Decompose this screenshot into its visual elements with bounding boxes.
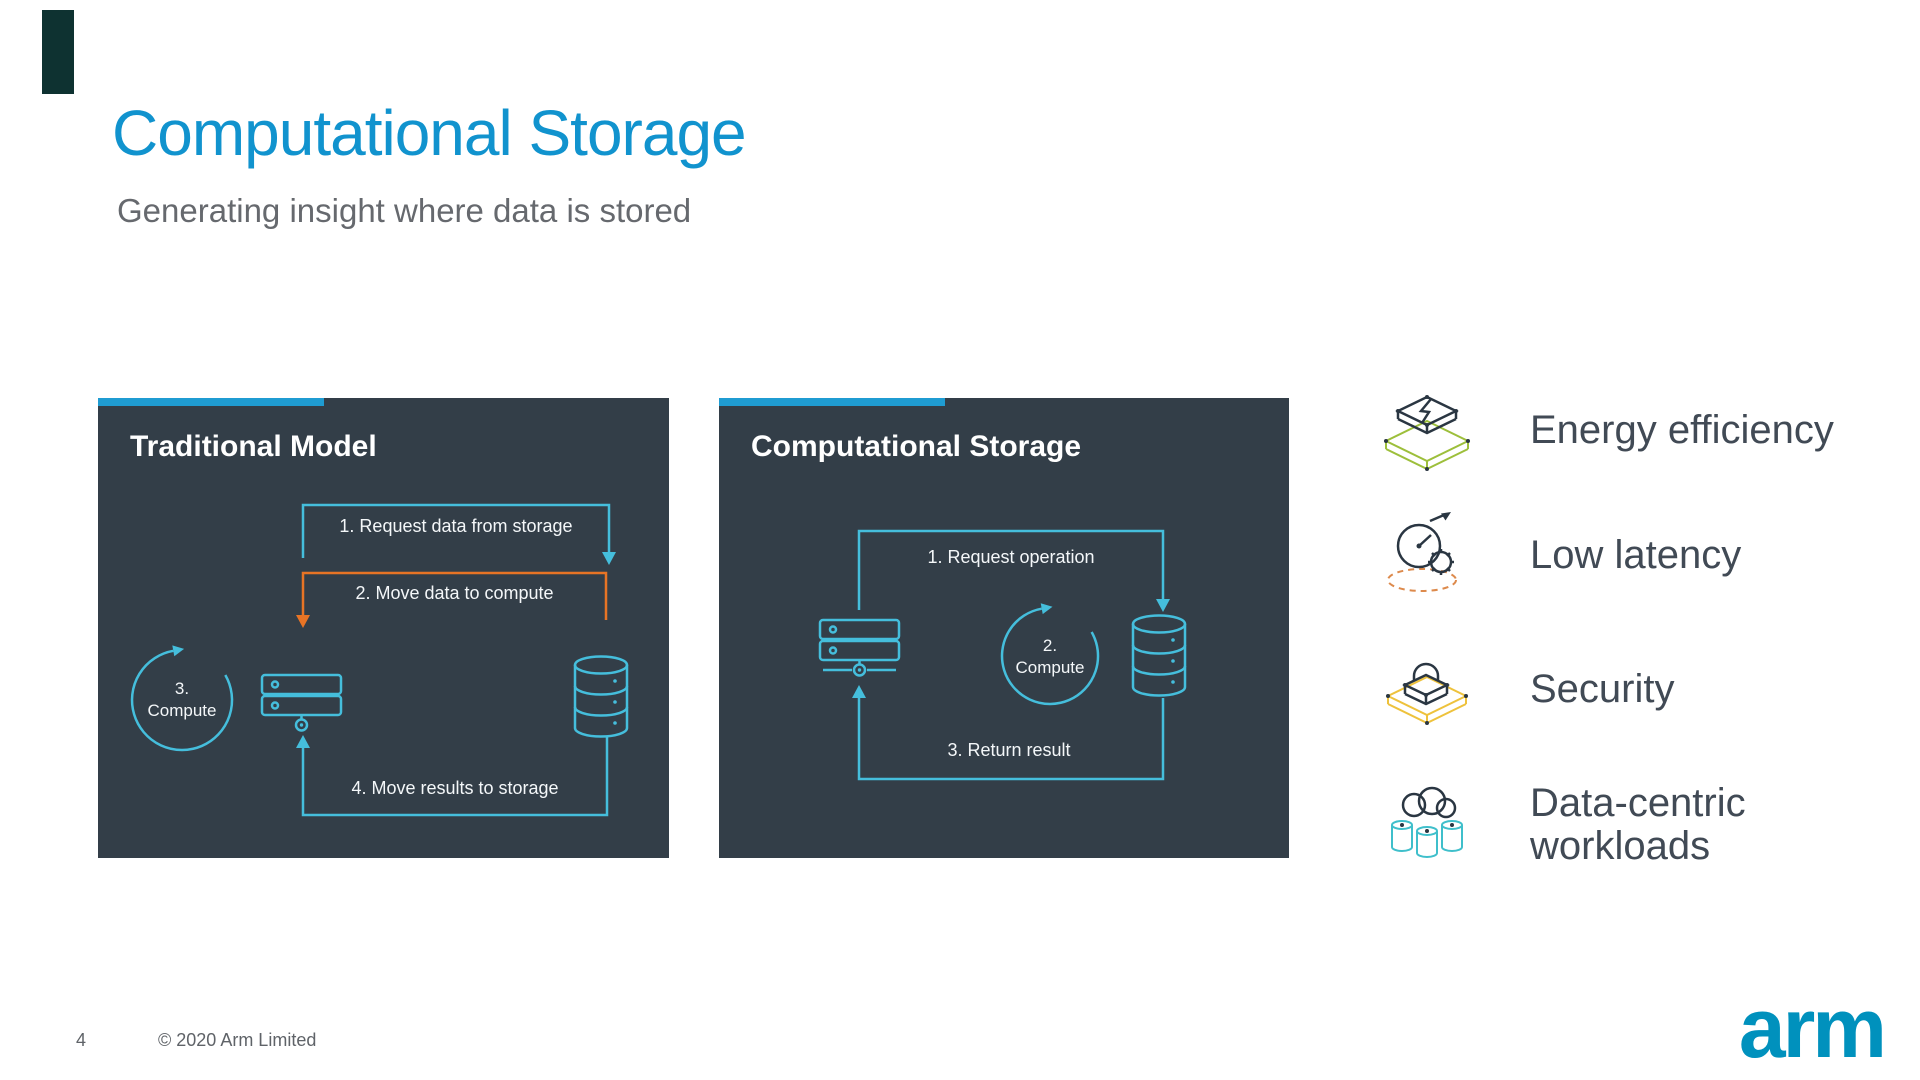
server-node-dot	[299, 723, 304, 727]
page-number: 4	[76, 1030, 87, 1050]
server-node-dot	[857, 668, 862, 672]
request-data-arrowhead	[602, 552, 616, 565]
security-icon	[1385, 662, 1469, 725]
request-operation-arrow	[857, 529, 1165, 610]
feature-label-security: Security	[1530, 667, 1675, 712]
panel-accent-bar	[98, 398, 324, 406]
compute-cycle-arrowhead	[172, 645, 185, 657]
copyright-text: © 2020 Arm Limited	[158, 1030, 317, 1050]
traditional-model-panel: Traditional Model	[98, 398, 669, 858]
data-centric-workloads-icon	[1391, 786, 1463, 858]
traditional-panel-title: Traditional Model	[130, 430, 377, 463]
panel-accent-bar	[719, 398, 945, 406]
request-data-arrow	[301, 503, 611, 558]
feature-label-low-latency: Low latency	[1530, 533, 1742, 578]
feature-energy-efficiency: Energy efficiency	[1372, 381, 1892, 481]
database-dots	[613, 679, 617, 725]
move-data-arrowhead	[296, 615, 310, 628]
traditional-step3-label: 3. Compute	[122, 678, 242, 722]
computational-step2-word: Compute	[1015, 658, 1085, 678]
computational-step2-number: 2.	[1042, 636, 1058, 655]
traditional-step4-label: 4. Move results to storage	[351, 778, 559, 798]
page-title: Computational Storage	[112, 97, 747, 169]
feature-label-data-centric-workloads: Data-centric workloads	[1530, 780, 1746, 868]
computational-storage-panel: Computational Storage	[719, 398, 1289, 858]
move-results-arrowhead	[296, 735, 310, 748]
computational-storage-diagram	[818, 529, 1187, 781]
corner-accent-bar	[42, 10, 74, 94]
energy-efficiency-icon	[1383, 395, 1471, 471]
computational-step3-label: 3. Return result	[947, 740, 1071, 760]
traditional-step2-label: 2. Move data to compute	[355, 583, 554, 603]
database-icon	[573, 655, 629, 738]
server-icon	[260, 673, 343, 732]
return-result-arrowhead	[852, 685, 866, 698]
traditional-model-diagram	[130, 503, 629, 817]
return-result-arrow	[857, 698, 1165, 781]
feature-security: Security	[1372, 640, 1892, 740]
move-data-arrow	[301, 571, 608, 620]
compute-cycle-arrow	[130, 649, 234, 752]
computational-step2-label: 2. Compute	[990, 635, 1110, 679]
low-latency-icon	[1387, 512, 1457, 592]
compute-cycle-arrowhead	[1040, 603, 1053, 615]
server-icon	[818, 618, 901, 677]
traditional-step1-label: 1. Request data from storage	[339, 516, 573, 536]
arm-logo: arm	[1738, 981, 1887, 1075]
request-operation-arrowhead	[1156, 599, 1170, 612]
computational-panel-title: Computational Storage	[751, 430, 1082, 463]
database-dots	[1171, 638, 1175, 684]
database-icon	[1131, 614, 1187, 697]
move-results-arrow	[301, 736, 609, 817]
feature-label-energy-efficiency: Energy efficiency	[1530, 408, 1834, 453]
feature-data-centric-workloads: Data-centric workloads	[1372, 775, 1892, 875]
traditional-step3-word: Compute	[147, 701, 217, 721]
page-subtitle: Generating insight where data is stored	[117, 192, 692, 229]
feature-low-latency: Low latency	[1372, 506, 1892, 606]
compute-cycle-arrow	[1000, 607, 1100, 706]
computational-step1-label: 1. Request operation	[927, 547, 1095, 567]
traditional-step3-number: 3.	[174, 679, 190, 698]
